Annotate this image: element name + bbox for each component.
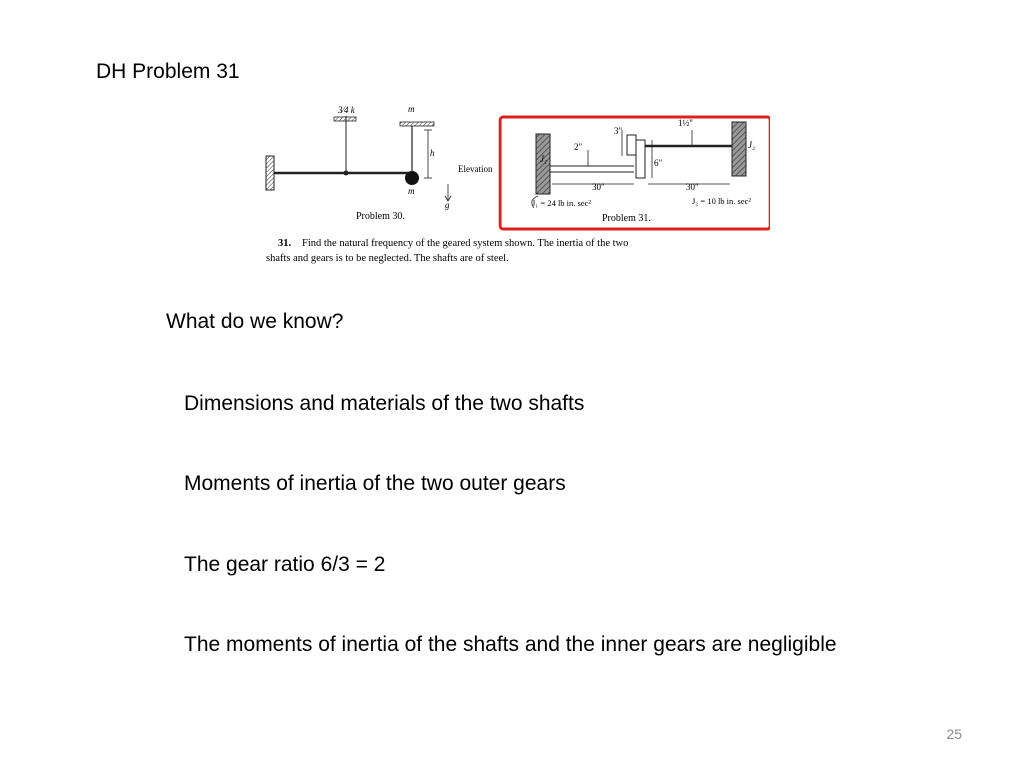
page-number: 25 xyxy=(946,726,962,742)
j2-label: J₂ xyxy=(748,140,755,150)
problem-diagram: 3⁄4 k m m h g Elevation Problem 30. J xyxy=(265,104,770,264)
mass-ball xyxy=(405,171,419,185)
dim-2-label: 2" xyxy=(574,142,583,152)
question-heading: What do we know? xyxy=(166,310,344,333)
problem-30-caption: Problem 30. xyxy=(356,211,405,222)
mass-label-top: m xyxy=(408,104,415,114)
gear-j2 xyxy=(731,121,747,177)
j1-value: J₁ = 24 lb in. sec² xyxy=(532,198,591,208)
dim-1-5-label: 1½" xyxy=(678,118,693,128)
problem-30-diagram: 3⁄4 k m m h g Elevation Problem 30. xyxy=(265,104,493,222)
problem-figure: 3⁄4 k m m h g Elevation Problem 30. J xyxy=(262,100,770,272)
spring-support xyxy=(333,116,357,122)
known-item: The gear ratio 6/3 = 2 xyxy=(184,553,386,576)
slide-title: DH Problem 31 xyxy=(96,60,240,83)
j1-label: J₁ xyxy=(540,154,547,164)
pendulum-support xyxy=(399,121,435,127)
elevation-label: Elevation xyxy=(458,164,493,174)
known-item: The moments of inertia of the shafts and… xyxy=(184,633,837,656)
dim-30-right-label: 30" xyxy=(686,182,699,192)
known-item: Dimensions and materials of the two shaf… xyxy=(184,392,585,415)
problem-text-line1: Find the natural frequency of the geared… xyxy=(302,238,628,249)
dim-30-left-label: 30" xyxy=(592,182,605,192)
problem-number: 31. xyxy=(278,238,292,249)
inner-gear-large xyxy=(635,139,646,179)
j1-leader xyxy=(531,195,539,209)
known-item: Moments of inertia of the two outer gear… xyxy=(184,472,566,495)
inner-gear-small xyxy=(626,134,637,156)
problem-statement: 31. Find the natural frequency of the ge… xyxy=(266,238,628,264)
mass-label: m xyxy=(408,186,415,196)
gear-j1 xyxy=(535,133,551,195)
dim-6-label: 6" xyxy=(654,158,663,168)
g-label: g xyxy=(445,200,450,210)
spring-label: 3⁄4 k xyxy=(337,105,356,115)
problem-31-diagram: J₁ J₂ 2" 3" 6" 1½" 30" 30" J₁ = 24 lb in… xyxy=(498,115,770,231)
h-label: h xyxy=(430,148,435,158)
problem-text-line2: shafts and gears is to be neglected. The… xyxy=(266,253,509,264)
highlight-box xyxy=(498,115,770,231)
j2-value: J₂ = 10 lb in. sec² xyxy=(692,196,751,206)
dim-3-label: 3" xyxy=(614,126,623,136)
problem-31-caption: Problem 31. xyxy=(602,213,651,224)
wall-support xyxy=(265,155,275,191)
